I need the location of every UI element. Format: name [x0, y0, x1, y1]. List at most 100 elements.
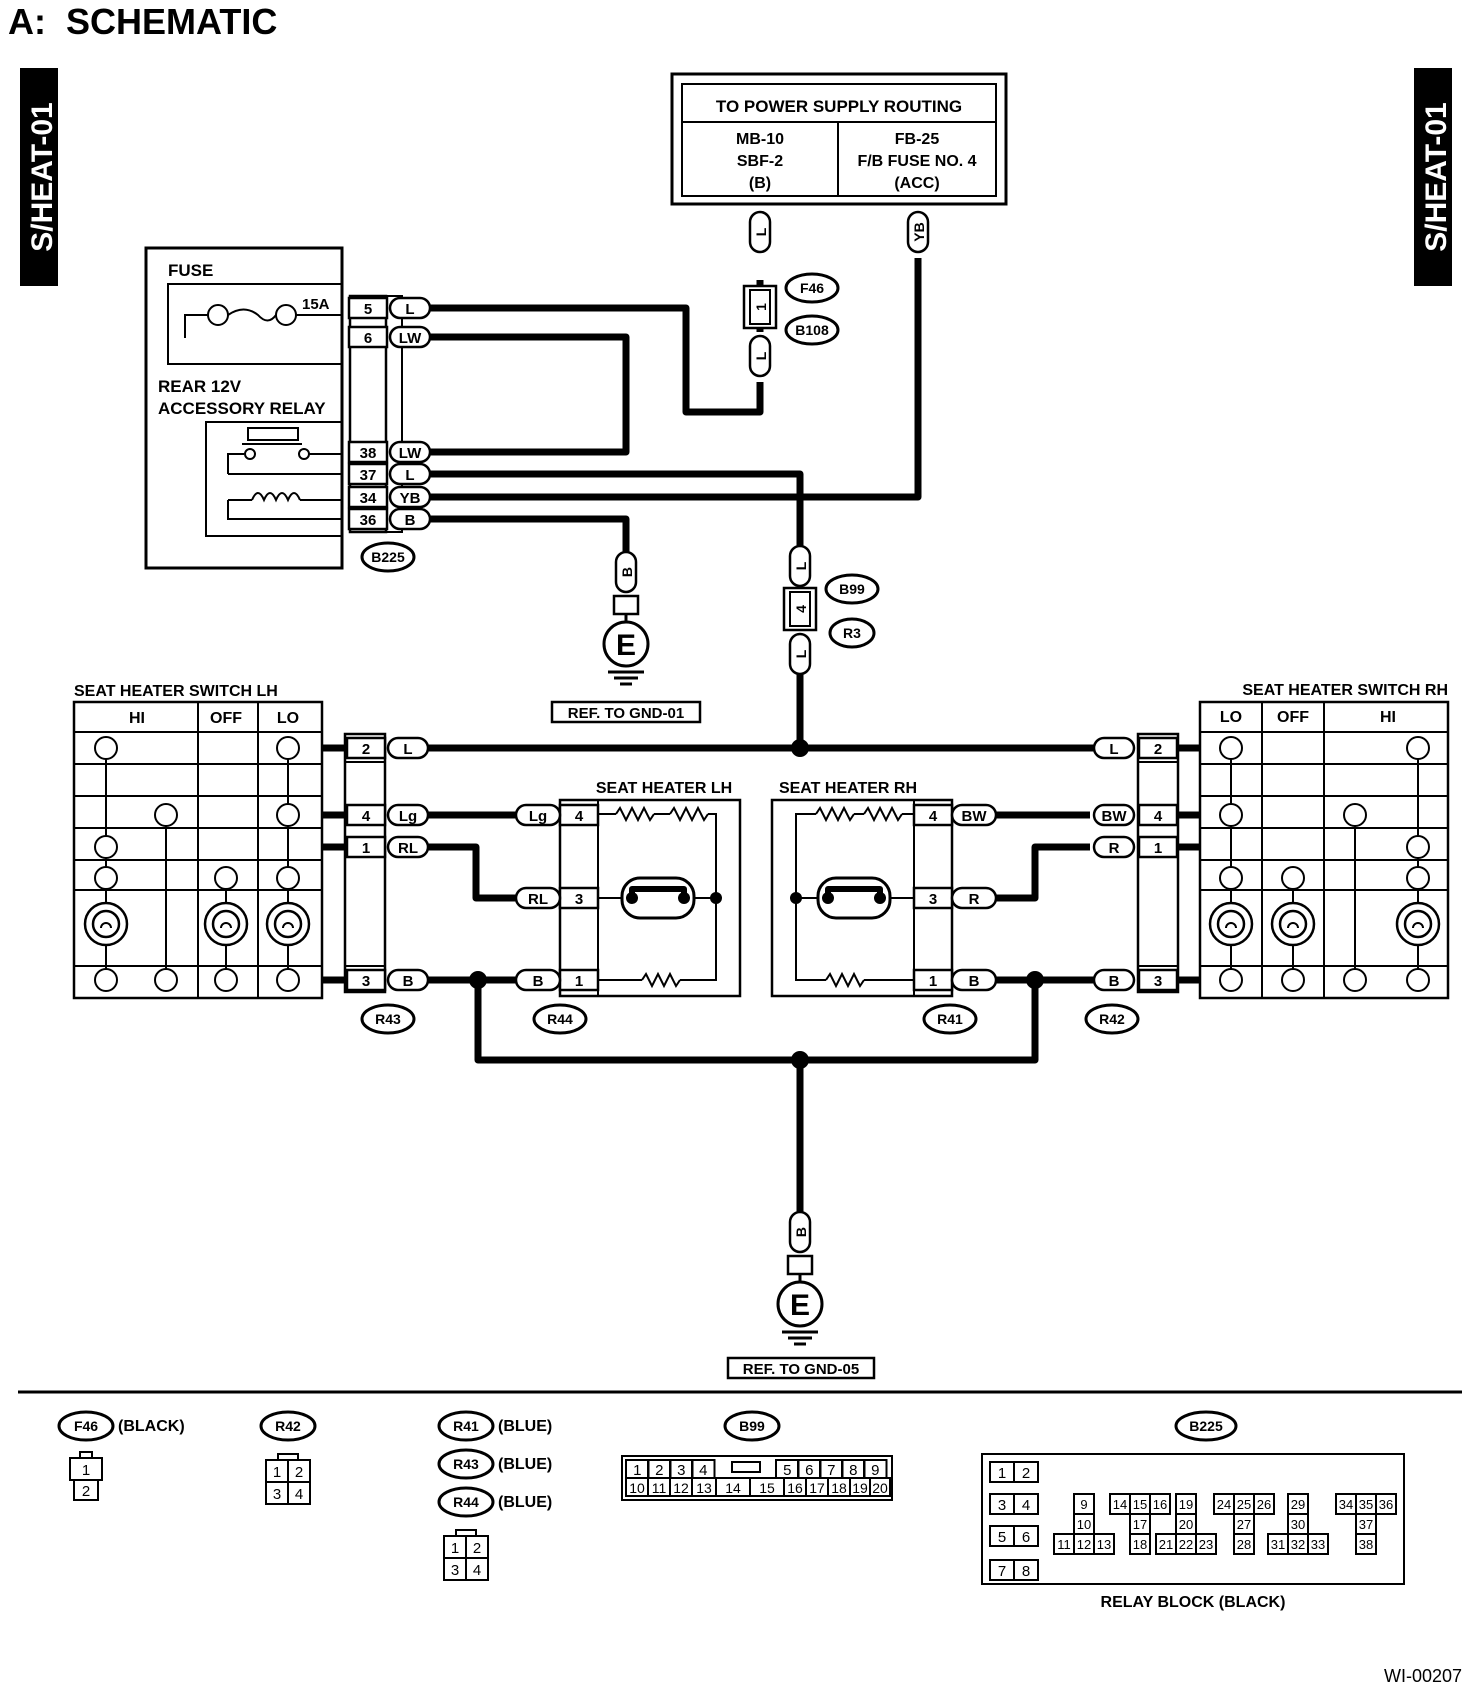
- svg-text:(BLUE): (BLUE): [498, 1494, 552, 1511]
- svg-text:1: 1: [753, 303, 769, 311]
- svg-text:1: 1: [929, 973, 937, 990]
- svg-text:7: 7: [827, 1462, 835, 1479]
- svg-text:15: 15: [759, 1480, 775, 1496]
- svg-text:14: 14: [1113, 1497, 1127, 1512]
- connector-r42: [1136, 732, 1180, 994]
- svg-text:YB: YB: [911, 222, 927, 241]
- svg-text:24: 24: [1217, 1497, 1231, 1512]
- svg-text:6: 6: [364, 330, 372, 347]
- svg-text:20: 20: [1179, 1517, 1193, 1532]
- svg-text:34: 34: [1339, 1497, 1353, 1512]
- svg-text:36: 36: [360, 512, 377, 529]
- side-tab-left: S/HEAT-01: [20, 68, 59, 286]
- svg-text:B225: B225: [1189, 1418, 1223, 1434]
- svg-text:29: 29: [1291, 1497, 1305, 1512]
- svg-text:4: 4: [1022, 1497, 1030, 1514]
- svg-text:6: 6: [805, 1462, 813, 1479]
- b225-caption: RELAY BLOCK (BLACK): [1101, 1594, 1286, 1611]
- svg-text:20: 20: [872, 1480, 888, 1496]
- svg-text:R42: R42: [275, 1418, 301, 1434]
- svg-text:F46: F46: [74, 1418, 98, 1434]
- svg-text:1: 1: [273, 1464, 281, 1481]
- svg-text:L: L: [793, 561, 809, 570]
- svg-text:4: 4: [575, 808, 584, 825]
- r42-pin-3: 3B: [1092, 968, 1179, 992]
- svg-text:1: 1: [575, 973, 583, 990]
- power-left-line-3: (B): [749, 175, 771, 192]
- svg-text:16: 16: [787, 1480, 803, 1496]
- legend-r41-r43-r44: R41 (BLUE) R43 (BLUE) R44 (BLUE) 1 2 3 4: [437, 1410, 552, 1581]
- b99-r3-junction: L 4 L B99 R3: [782, 544, 880, 676]
- svg-text:L: L: [405, 467, 414, 484]
- heater-lh-title: SEAT HEATER LH: [596, 780, 732, 797]
- svg-text:18: 18: [831, 1480, 847, 1496]
- heater-rh-title: SEAT HEATER RH: [779, 780, 917, 797]
- svg-text:OFF: OFF: [1277, 709, 1309, 726]
- svg-text:R43: R43: [453, 1456, 479, 1472]
- svg-text:4: 4: [295, 1486, 303, 1503]
- relay-name-1: REAR 12V: [158, 377, 242, 396]
- svg-text:5: 5: [783, 1462, 791, 1479]
- svg-text:2: 2: [473, 1540, 481, 1557]
- svg-text:33: 33: [1311, 1537, 1325, 1552]
- svg-text:B: B: [619, 567, 635, 577]
- svg-text:36: 36: [1379, 1497, 1393, 1512]
- svg-text:1: 1: [82, 1462, 90, 1479]
- ground-2-symbol: E: [790, 1289, 810, 1322]
- svg-text:4: 4: [473, 1562, 481, 1579]
- legend-r42: R42 1 2 3 4: [259, 1410, 317, 1505]
- svg-text:17: 17: [809, 1480, 825, 1496]
- yb-wire-pill: YB: [906, 210, 930, 254]
- r44-label: R44: [547, 1011, 573, 1027]
- svg-text:17: 17: [1133, 1517, 1147, 1532]
- svg-text:Lg: Lg: [399, 808, 417, 825]
- svg-text:(BLACK): (BLACK): [118, 1418, 185, 1435]
- ground-1-symbol: E: [616, 629, 636, 662]
- svg-text:LO: LO: [1220, 709, 1242, 726]
- side-tab-right: S/HEAT-01: [1414, 68, 1453, 286]
- b108-label: B108: [795, 322, 829, 338]
- ground-1: B E REF. TO GND-01: [550, 550, 702, 724]
- ground-2: B E REF. TO GND-05: [726, 1210, 876, 1380]
- svg-text:B: B: [969, 973, 980, 990]
- svg-text:22: 22: [1179, 1537, 1193, 1552]
- switch-rh-title: SEAT HEATER SWITCH RH: [1242, 682, 1448, 699]
- svg-text:3: 3: [451, 1562, 459, 1579]
- svg-text:34: 34: [360, 490, 377, 507]
- svg-text:5: 5: [364, 301, 372, 318]
- svg-text:31: 31: [1271, 1537, 1285, 1552]
- svg-text:2: 2: [1154, 741, 1162, 758]
- svg-text:L: L: [753, 351, 769, 360]
- svg-text:13: 13: [696, 1480, 712, 1496]
- r42-pin-1: 1R: [1092, 835, 1179, 859]
- svg-text:L: L: [403, 741, 412, 758]
- svg-text:5: 5: [998, 1529, 1006, 1546]
- power-right-line-3: (ACC): [894, 175, 939, 192]
- svg-text:3: 3: [273, 1486, 281, 1503]
- r42-pin-4: 4BW: [1092, 803, 1179, 827]
- svg-text:12: 12: [673, 1480, 689, 1496]
- svg-text:R: R: [969, 891, 980, 908]
- svg-text:1: 1: [451, 1540, 459, 1557]
- svg-text:RL: RL: [528, 891, 548, 908]
- r41-label: R41: [937, 1011, 963, 1027]
- r44-pin-4: 4Lg: [514, 803, 600, 827]
- svg-text:2: 2: [295, 1464, 303, 1481]
- svg-text:35: 35: [1359, 1497, 1373, 1512]
- svg-text:28: 28: [1237, 1537, 1251, 1552]
- svg-text:S/HEAT-01: S/HEAT-01: [1420, 102, 1453, 252]
- r42-pin-2: 2L: [1092, 736, 1179, 760]
- power-right-line-2: F/B FUSE NO. 4: [857, 153, 976, 170]
- svg-text:12: 12: [1077, 1537, 1091, 1552]
- power-right-line-1: FB-25: [895, 131, 940, 148]
- svg-text:2: 2: [82, 1483, 90, 1500]
